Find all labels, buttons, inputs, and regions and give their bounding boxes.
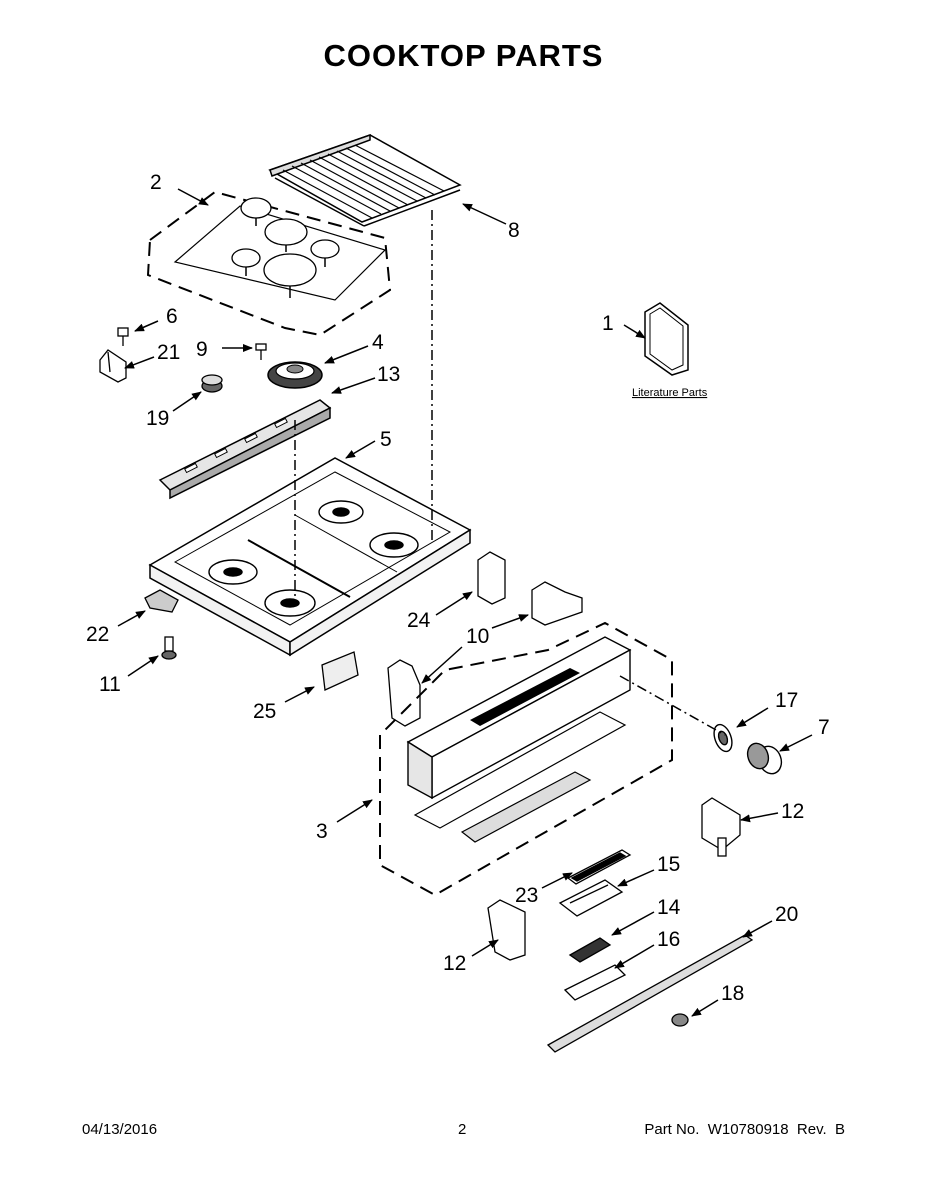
- part-membrane-switch: [568, 937, 612, 963]
- part-control-knob: [746, 742, 783, 775]
- callout-labels: 2 8 1 6 9 4 21 13 19 5 24 10 22 11 25 17…: [86, 171, 830, 1005]
- callout-23: 23: [515, 884, 538, 907]
- part-console-assembly: [379, 621, 673, 897]
- callout-9: 9: [196, 338, 208, 361]
- callout-14: 14: [657, 896, 681, 919]
- part-burner-cap: [201, 374, 223, 393]
- footer-part-number: Part No. W10780918 Rev. B: [644, 1121, 845, 1138]
- callout-18: 18: [721, 982, 744, 1005]
- callout-7: 7: [818, 716, 830, 739]
- callout-8: 8: [508, 219, 520, 242]
- callout-20: 20: [775, 903, 798, 926]
- callout-2: 2: [150, 171, 162, 194]
- callout-21: 21: [157, 341, 180, 364]
- part-window: [566, 849, 632, 885]
- callout-24: 24: [407, 609, 431, 632]
- callout-13: 13: [377, 363, 400, 386]
- callout-17: 17: [775, 689, 798, 712]
- callout-25: 25: [253, 700, 276, 723]
- literature-parts: Literature Parts: [632, 302, 708, 399]
- part-knob-bezel: [713, 723, 733, 753]
- callout-5: 5: [380, 428, 392, 451]
- callout-12-right: 12: [781, 800, 804, 823]
- callout-10: 10: [466, 625, 489, 648]
- part-trim-strip: [546, 934, 754, 1053]
- callout-15: 15: [657, 853, 680, 876]
- part-support-plate: [563, 964, 627, 1001]
- callout-19: 19: [146, 407, 169, 430]
- part-end-cap-left: [487, 899, 526, 961]
- part-grate: [268, 133, 462, 227]
- part-end-cap-right: [701, 797, 741, 857]
- part-cooktop-main: [148, 457, 472, 657]
- callout-4: 4: [372, 331, 384, 354]
- part-side-bracket: [387, 551, 583, 727]
- footer-date: 04/13/2016: [82, 1121, 158, 1138]
- callout-1: 1: [602, 312, 614, 335]
- callout-3: 3: [316, 820, 328, 843]
- literature-parts-label: Literature Parts: [632, 387, 708, 399]
- alignment-lines: [294, 210, 726, 736]
- callout-arrows: [117, 188, 813, 1017]
- page-title: COOKTOP PARTS: [323, 38, 604, 73]
- part-cooktop-overlay: [146, 190, 392, 337]
- part-leveling-leg: [161, 636, 177, 660]
- part-knob-clip: [671, 1013, 689, 1027]
- callout-16: 16: [657, 928, 680, 951]
- callout-6: 6: [166, 305, 178, 328]
- callout-12-left: 12: [443, 952, 466, 975]
- footer-page-number: 2: [458, 1121, 467, 1138]
- callout-22: 22: [86, 623, 109, 646]
- part-control-board: [558, 879, 624, 917]
- part-burner-rail: [158, 399, 332, 500]
- callout-11: 11: [99, 673, 121, 696]
- part-plate: [321, 651, 359, 691]
- part-burner-screw: [255, 343, 267, 360]
- part-burner-base: [267, 361, 323, 389]
- part-electrode-bracket: [99, 349, 127, 383]
- part-bracket: [144, 589, 179, 613]
- part-screw: [117, 327, 129, 346]
